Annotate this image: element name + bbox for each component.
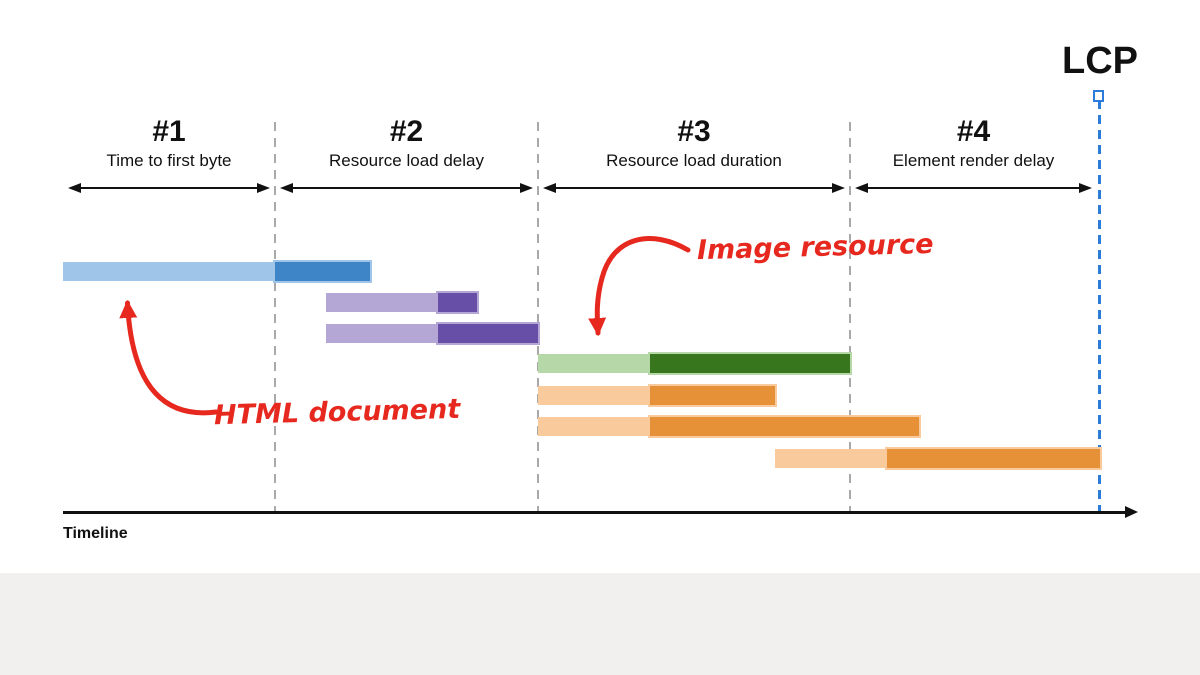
arrow-head-left-icon xyxy=(68,183,81,193)
document-bar-light-segment xyxy=(63,262,275,281)
timeline-axis xyxy=(63,506,1138,517)
arrow-head-right-icon xyxy=(1079,183,1092,193)
phase-1-number: #1 xyxy=(152,115,186,148)
phase-2-label: Resource load delay xyxy=(329,151,484,170)
arrow-line xyxy=(79,186,259,190)
arrow-head-left-icon xyxy=(280,183,293,193)
stylesheet-bar-light-segment xyxy=(326,324,438,343)
phase-separator-line xyxy=(849,122,851,513)
legend-footer: Document Stylesheet Script Image xyxy=(0,573,1200,675)
phase-2: #2 Resource load delay xyxy=(275,115,538,193)
phase-3: #3 Resource load duration xyxy=(538,115,850,193)
script-bar-light-segment xyxy=(775,449,887,468)
arrow-head-left-icon xyxy=(855,183,868,193)
arrow-head-right-icon xyxy=(520,183,533,193)
arrow-head-left-icon xyxy=(543,183,556,193)
lcp-dashed-line xyxy=(1098,100,1101,513)
phase-1: #1 Time to first byte xyxy=(63,115,275,193)
stylesheet-bar-dark-segment xyxy=(438,324,538,343)
script-bar-dark-segment xyxy=(650,417,919,436)
html-document-annotation: HTML document xyxy=(213,393,461,432)
image-resource-arrow xyxy=(588,236,691,336)
lcp-title: LCP xyxy=(1062,40,1138,82)
script-bar-dark-segment xyxy=(650,386,775,405)
phase-4-number: #4 xyxy=(956,115,991,148)
arrow-head-right-icon xyxy=(832,183,845,193)
script-bar-light-segment xyxy=(538,417,650,436)
image-resource-annotation: Image resource xyxy=(696,228,934,267)
phase-separator-line xyxy=(274,122,276,513)
stylesheet-bar-light-segment xyxy=(326,293,438,312)
image-bar-dark-segment xyxy=(650,354,850,373)
phase-3-number: #3 xyxy=(677,115,711,148)
phase-separator-line xyxy=(537,122,539,513)
lcp-marker-square xyxy=(1093,90,1104,102)
timeline-label: Timeline xyxy=(63,525,128,542)
arrow-line xyxy=(554,186,834,190)
phase-2-extent-arrow xyxy=(280,182,533,194)
phase-4-label: Element render delay xyxy=(892,151,1055,170)
arrow-line xyxy=(291,186,522,190)
script-bar-light-segment xyxy=(538,386,650,405)
phase-1-label: Time to first byte xyxy=(106,151,232,170)
arrow-line xyxy=(866,186,1081,190)
phase-3-extent-arrow xyxy=(543,182,845,194)
phase-2-number: #2 xyxy=(389,115,424,148)
html-document-arrow xyxy=(119,300,219,416)
script-bar-dark-segment xyxy=(887,449,1100,468)
image-bar-light-segment xyxy=(538,354,650,373)
arrow-head-right-icon xyxy=(257,183,270,193)
phase-3-label: Resource load duration xyxy=(606,151,782,170)
phase-4-extent-arrow xyxy=(855,182,1092,194)
phase-4: #4 Element render delay xyxy=(850,115,1097,193)
phase-1-extent-arrow xyxy=(68,182,270,194)
stylesheet-bar-dark-segment xyxy=(438,293,477,312)
document-bar-dark-segment xyxy=(275,262,370,281)
